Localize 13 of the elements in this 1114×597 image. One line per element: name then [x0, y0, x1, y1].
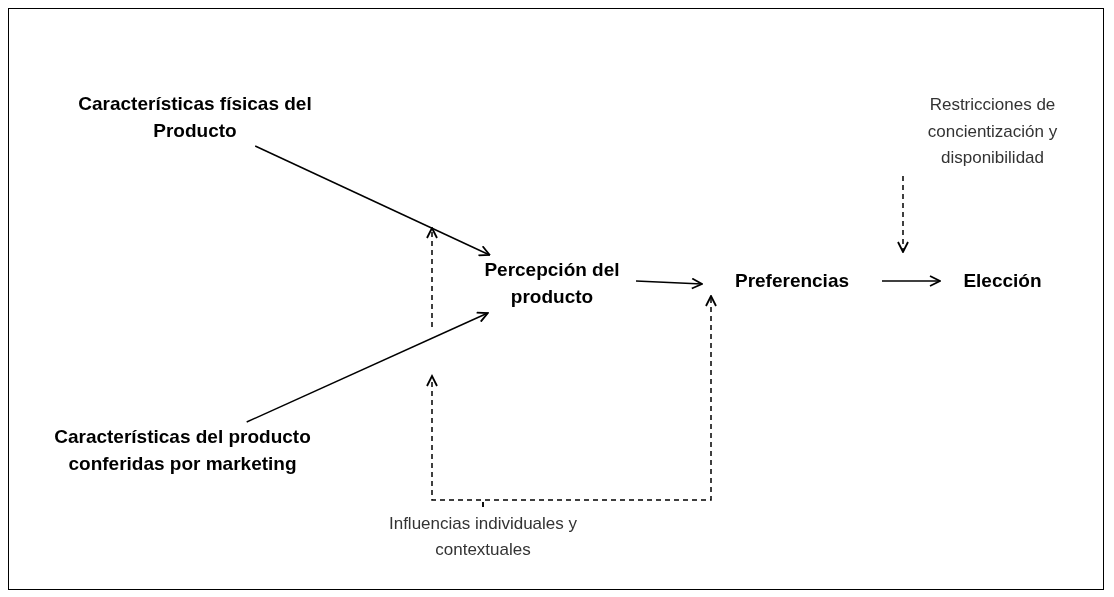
dashed-arrow	[426, 227, 484, 508]
arrow	[245, 311, 489, 423]
concept-label: Características del producto conferidas por marketing	[53, 425, 312, 476]
concept-label: Preferencias	[734, 268, 850, 293]
arrow	[635, 277, 703, 290]
arrow	[881, 275, 941, 287]
dashed-arrow	[897, 175, 909, 253]
concept-label: Características físicas del Producto	[77, 92, 313, 143]
concept-label: Elección	[963, 268, 1042, 293]
arrow	[254, 145, 491, 257]
concept-label: Influencias individuales y contextuales	[387, 512, 579, 561]
concept-label: Restricciones de concientización y disponibilidad	[926, 94, 1059, 170]
concept-label: Percepción del producto	[483, 258, 621, 309]
